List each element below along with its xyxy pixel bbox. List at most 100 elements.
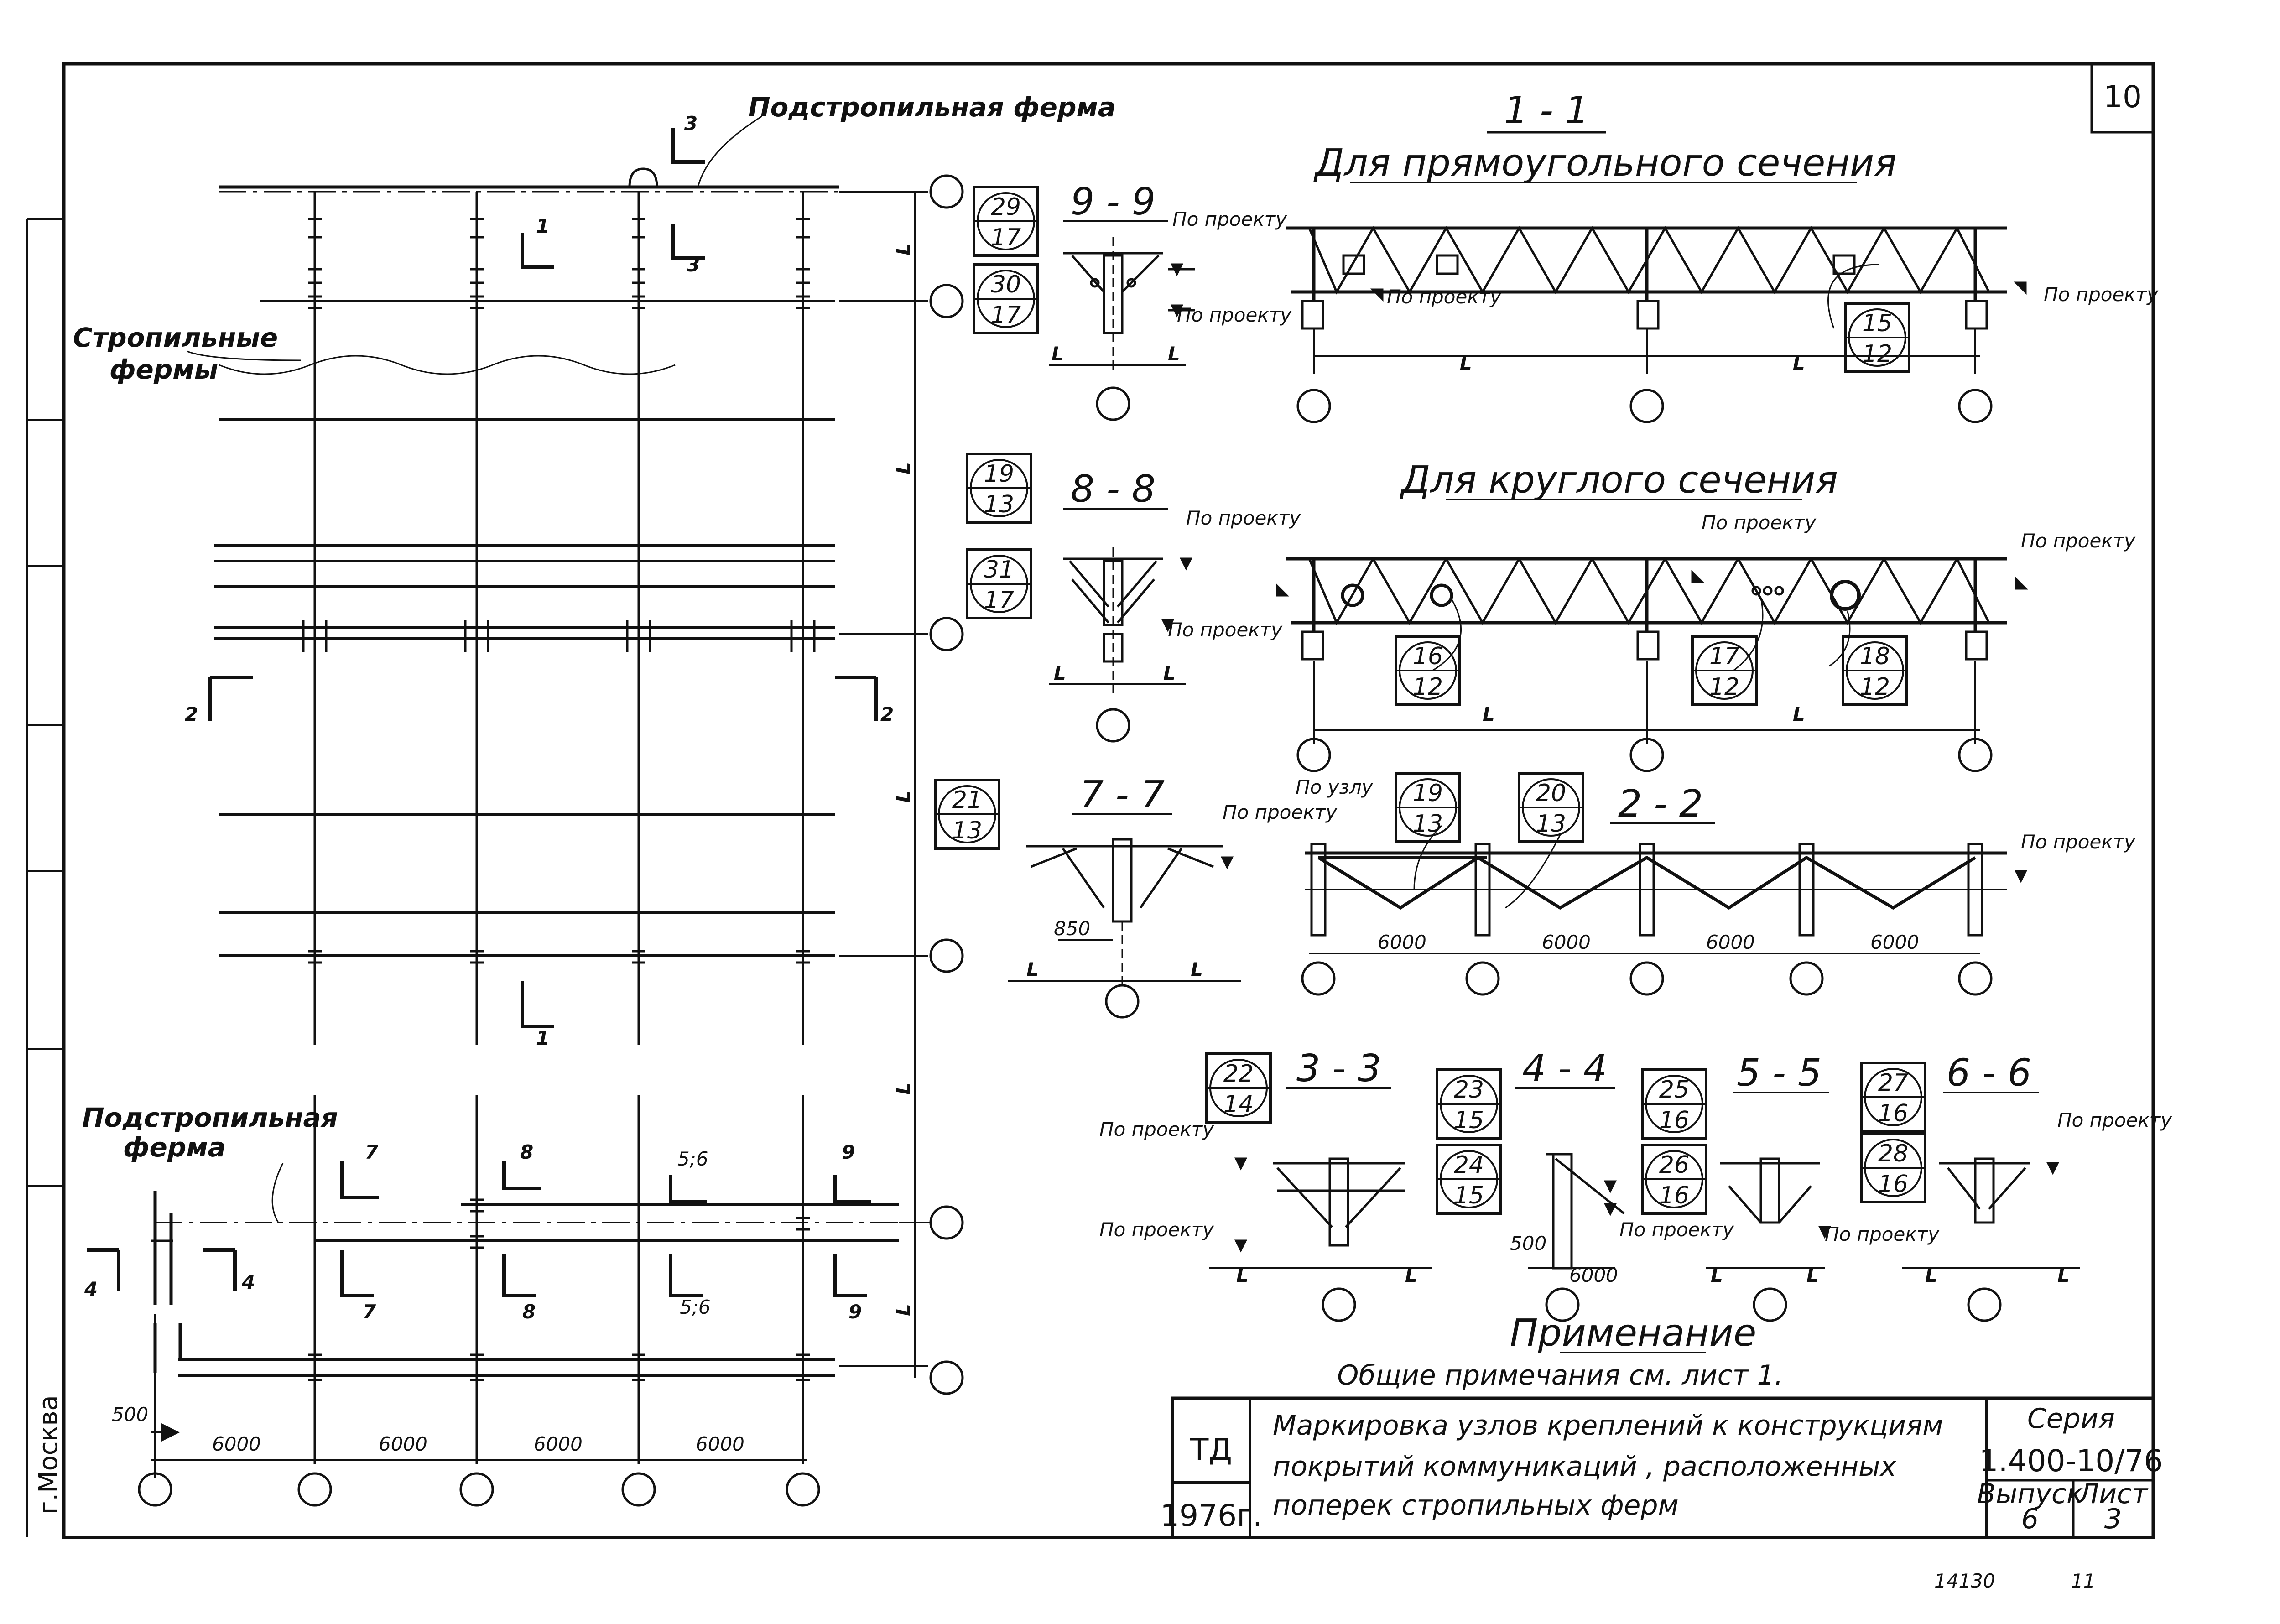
s77-span-2: L <box>1191 958 1203 981</box>
truss-elevation-round <box>1276 556 2029 772</box>
node-ref-bottom: 12 <box>1862 340 1892 368</box>
s22-dim-4: 6000 <box>1870 931 1919 953</box>
cut-9-top: 9 <box>842 1141 855 1163</box>
cut-3-top: 3 <box>684 112 698 135</box>
rect-po-proektu-2: По проекту <box>2044 283 2159 306</box>
s33-po-proektu-2: По проекту <box>1099 1218 1214 1241</box>
s88-span-2: L <box>1163 662 1176 684</box>
cut-7-top: 7 <box>365 1141 379 1163</box>
subtruss-top-label: Подстропильная ферма <box>748 92 1116 123</box>
s99-po-proektu-1: По проекту <box>1172 208 1287 230</box>
sheet-value: 3 <box>2104 1503 2122 1535</box>
round-po-proektu-2: По проекту <box>2021 530 2136 552</box>
span-labels-plan: L L L L L <box>892 243 915 1316</box>
cut-56-top: 5;6 <box>677 1148 708 1170</box>
cut-2-left: 2 <box>185 703 198 725</box>
cut-9-bottom: 9 <box>848 1301 862 1323</box>
node-ref-top: 23 <box>1454 1076 1484 1103</box>
node-ref-bottom: 15 <box>1454 1182 1484 1209</box>
node-reference-boxes: 2917301719133117211315121612171218121913… <box>934 186 1926 1215</box>
s77-po-proektu: По проекту <box>1223 801 1338 823</box>
node-ref-bottom: 12 <box>1413 673 1443 701</box>
s44-po-proektu: По проекту <box>1619 1218 1734 1241</box>
section-4-4-title: 4 - 4 <box>1522 1047 1607 1090</box>
node-ref-top: 29 <box>991 193 1021 221</box>
s33-span-2: L <box>1405 1264 1417 1286</box>
round-po-proektu-1: По проекту <box>1702 511 1817 534</box>
round-section-title: Для круглого сечения <box>1400 458 1838 502</box>
cut-8-top: 8 <box>520 1141 533 1163</box>
cut-56-bottom: 5;6 <box>680 1296 711 1318</box>
node-ref-bottom: 13 <box>1413 810 1443 838</box>
sections-bottom-drawings <box>1209 1153 2080 1322</box>
section-6-6-title: 6 - 6 <box>1947 1051 2031 1095</box>
s44-dim-6000: 6000 <box>1569 1264 1618 1286</box>
year: 1976г. <box>1160 1498 1262 1533</box>
section-2-2-drawing <box>1301 825 2028 996</box>
dim-plan-3: 6000 <box>534 1433 583 1455</box>
node-ref-bottom: 16 <box>1878 1100 1908 1127</box>
subtruss-bottom-label-2: ферма <box>123 1132 226 1163</box>
span-rect-2: L <box>1793 352 1805 374</box>
node-ref-top: 18 <box>1860 643 1890 670</box>
node-ref-bottom: 16 <box>1659 1182 1689 1209</box>
org-code: ТД <box>1190 1432 1232 1467</box>
node-ref-bottom: 13 <box>1536 810 1566 838</box>
note-text: Общие примечания см. лист 1. <box>1337 1359 1783 1391</box>
node-ref-top: 21 <box>952 786 982 814</box>
span-round-2: L <box>1793 703 1805 725</box>
series-value: 1.400-10/76 <box>1979 1443 2163 1478</box>
section-8-8-title: 8 - 8 <box>1071 468 1156 511</box>
s66-span-1: L <box>1925 1264 1937 1286</box>
node-ref-bottom: 17 <box>991 224 1021 251</box>
trusses-label-2: фермы <box>109 354 218 385</box>
node-ref-top: 28 <box>1878 1140 1908 1167</box>
node-ref-top: 24 <box>1454 1151 1484 1179</box>
span-label: L <box>892 462 915 474</box>
node-ref-bottom: 17 <box>984 587 1014 614</box>
cut-8-bottom: 8 <box>522 1301 536 1323</box>
cut-4-right: 4 <box>241 1271 255 1293</box>
section-5-5-title: 5 - 5 <box>1737 1051 1822 1095</box>
node-ref-top: 30 <box>991 271 1021 298</box>
s77-dim-850: 850 <box>1054 917 1090 940</box>
node-ref-bottom: 13 <box>984 491 1014 518</box>
node-ref-top: 31 <box>984 556 1014 583</box>
section-3-3-title: 3 - 3 <box>1296 1047 1381 1090</box>
span-label: L <box>892 243 915 255</box>
node-ref-bottom: 13 <box>952 817 982 844</box>
node-ref-top: 17 <box>1709 643 1739 670</box>
title-line-2: покрытий коммуникаций , расположенных <box>1273 1451 1897 1483</box>
s88-po-proektu-1: По проекту <box>1186 507 1301 529</box>
s99-span-2: L <box>1168 343 1180 365</box>
span-round-1: L <box>1483 703 1495 725</box>
truss-elevation-rect <box>1286 225 2027 423</box>
node-ref-top: 25 <box>1659 1076 1689 1103</box>
s55-span-2: L <box>1806 1264 1819 1286</box>
dim-500-plan: 500 <box>112 1403 148 1426</box>
s99-span-1: L <box>1052 343 1064 365</box>
s66-po-proektu: По проекту <box>2057 1109 2172 1131</box>
section-2-2-title: 2 - 2 <box>1618 782 1703 826</box>
s22-po-proektu-2: По проекту <box>2021 831 2136 853</box>
node-ref-top: 22 <box>1223 1060 1254 1088</box>
cut-3-bottom: 3 <box>687 254 700 276</box>
cut-1-bottom: 1 <box>536 1027 549 1049</box>
cut-7-bottom: 7 <box>363 1301 376 1323</box>
s66-span-2: L <box>2057 1264 2070 1286</box>
rect-po-proektu-1: По проекту <box>1387 286 1502 308</box>
city-side-label: г.Москва <box>34 1395 63 1515</box>
title-line-3: поперек стропильных ферм <box>1273 1489 1679 1521</box>
node-ref-bottom: 14 <box>1223 1091 1254 1118</box>
